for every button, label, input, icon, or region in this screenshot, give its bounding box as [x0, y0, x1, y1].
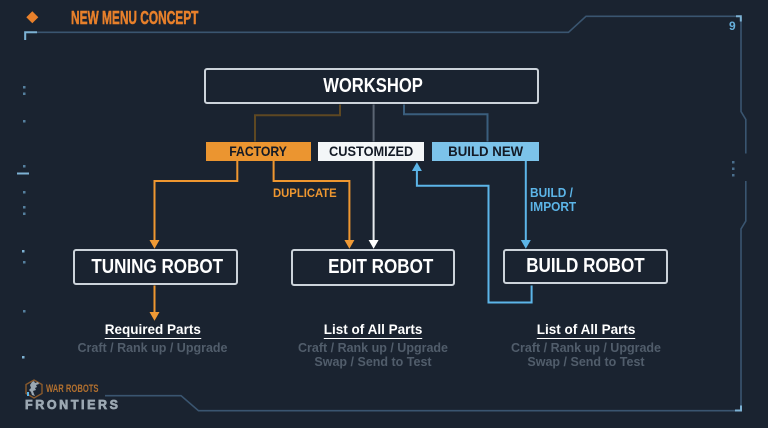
svg-text:9: 9	[729, 19, 736, 33]
